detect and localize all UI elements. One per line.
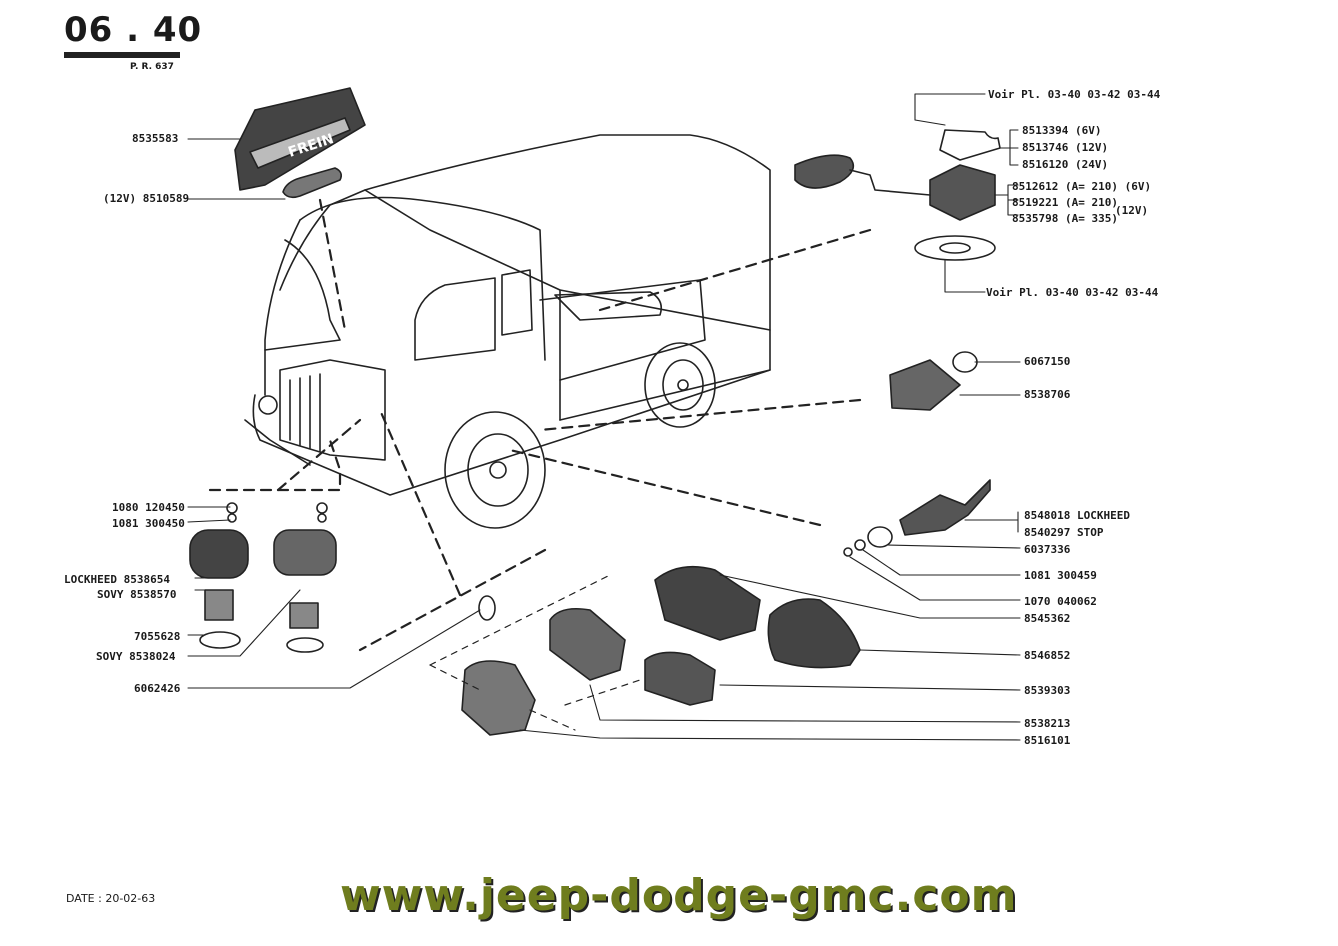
label-6067150: 6067150 (1024, 355, 1071, 368)
truck-illustration (244, 134, 771, 529)
label-1070-040062: 1070 040062 (1024, 595, 1097, 608)
label-switch-12v: 8513746 (12V) (1022, 141, 1109, 154)
label-8546852: 8546852 (1024, 649, 1071, 662)
label-voir-top: Voir Pl. 03-40 03-42 03-44 (988, 88, 1161, 101)
watermark: www.jeep-dodge-gmc.com (340, 870, 1018, 921)
label-8539303: 8539303 (1024, 684, 1071, 697)
label-8548018: 8548018 LOCKHEED (1024, 509, 1130, 522)
label-voir-bottom: Voir Pl. 03-40 03-42 03-44 (986, 286, 1159, 299)
booster-parts (461, 565, 861, 736)
stop-switch-assembly (794, 129, 1001, 261)
cylinder-8538706 (889, 351, 978, 411)
label-r-12v-tag: (12V) (1115, 204, 1149, 217)
label-switch-24v: 8516120 (24V) (1022, 158, 1109, 171)
label-lockheed-8538654: LOCKHEED 8538654 (64, 573, 170, 586)
header-rule (64, 52, 180, 58)
label-r-6v: 8512612 (A= 210) (6V) (1012, 180, 1152, 193)
date-stamp: DATE : 20-02-63 (66, 892, 156, 905)
label-sovy-8538570: SOVY 8538570 (97, 588, 177, 601)
label-r-12a: 8519221 (A= 210) (1012, 196, 1118, 209)
label-8540297: 8540297 STOP (1024, 526, 1104, 539)
label-8545362: 8545362 (1024, 612, 1071, 625)
plate-reference: P. R. 637 (130, 62, 174, 72)
label-1080-120450: 1080 120450 (112, 501, 185, 514)
label-7055628: 7055628 (134, 630, 181, 643)
label-1081-300450: 1081 300450 (112, 517, 185, 530)
label-8538706: 8538706 (1024, 388, 1071, 401)
label-lamp: 8535583 (132, 132, 179, 145)
plate-number: 06 . 40 (64, 10, 203, 50)
label-bulb: (12V) 8510589 (103, 192, 190, 205)
label-switch-6v: 8513394 (6V) (1022, 124, 1102, 137)
brake-lamp-assembly (234, 87, 366, 199)
master-cylinders (189, 502, 337, 653)
label-6037336: 6037336 (1024, 543, 1071, 556)
label-8516101: 8516101 (1024, 734, 1071, 747)
lockheed-switch (843, 479, 991, 557)
label-sovy-8538024: SOVY 8538024 (96, 650, 176, 663)
label-r-12b: 8535798 (A= 335) (1012, 212, 1118, 225)
label-1081-300459: 1081 300459 (1024, 569, 1097, 582)
label-8538213: 8538213 (1024, 717, 1071, 730)
label-6062426: 6062426 (134, 682, 181, 695)
